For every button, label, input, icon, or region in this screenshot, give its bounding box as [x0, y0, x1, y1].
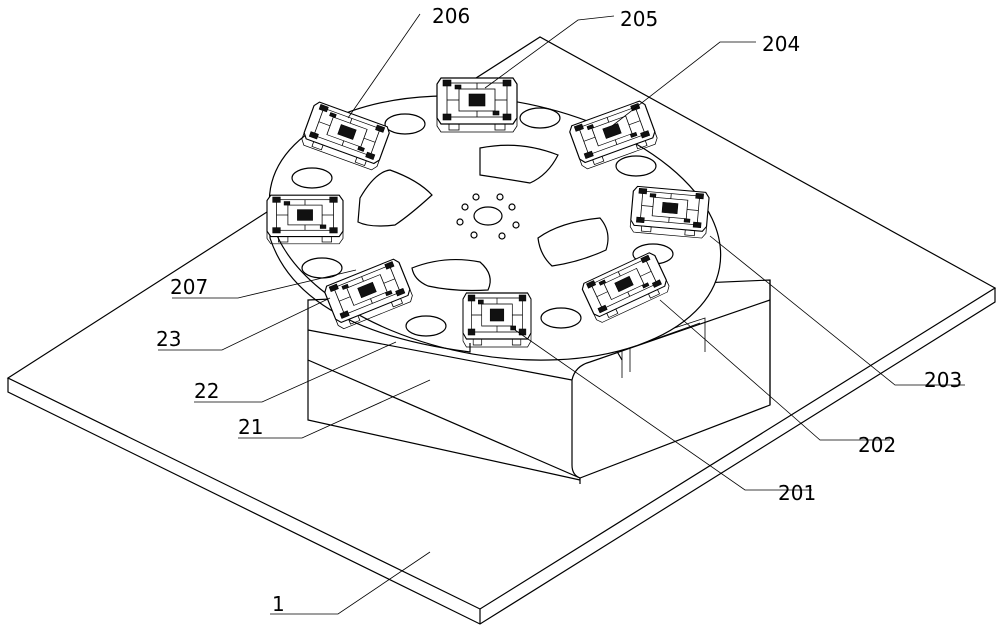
leader-lines: [158, 13, 965, 615]
label-203: 203: [924, 368, 962, 392]
label-23: 23: [156, 327, 181, 351]
label-1: 1: [272, 592, 285, 616]
fixture-205: [436, 77, 518, 133]
fixture-201: [462, 292, 532, 348]
label-206: 206: [432, 4, 470, 28]
fixture-26: [266, 194, 344, 245]
reference-labels: 206 205 204 203 202 201 207 23 22 21 1: [156, 4, 962, 616]
label-21: 21: [238, 415, 263, 439]
label-202: 202: [858, 433, 896, 457]
label-205: 205: [620, 7, 658, 31]
label-207: 207: [170, 275, 208, 299]
label-201: 201: [778, 481, 816, 505]
label-22: 22: [194, 379, 219, 403]
label-204: 204: [762, 32, 800, 56]
